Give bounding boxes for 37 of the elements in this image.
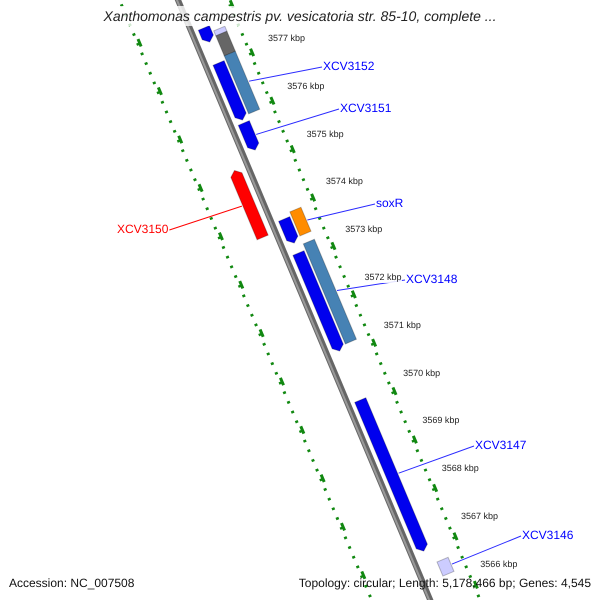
tick-label: 3573 kbp [345,224,382,236]
leader-line [248,66,322,82]
gene-feature [278,216,298,244]
gene-label: XCV3152 [323,59,374,73]
tick-label: 3575 kbp [306,128,344,140]
leader-line [168,206,242,230]
gene-feature [230,170,269,240]
gene-label: XCV3150 [117,222,168,236]
gene-feature [238,120,260,151]
gene-feature [292,250,344,352]
gene-feature [198,25,214,43]
tick-label: 3570 kbp [403,368,440,379]
gene-feature [289,206,312,237]
leader-line [451,536,522,565]
tick-label: 3569 kbp [422,415,460,426]
gene-feature [224,50,260,115]
gene-feature [436,556,455,577]
tick-label: 3571 kbp [384,320,421,331]
tick-label: 3577 kbp [268,33,306,44]
tick-label: 3574 kbp [326,176,363,188]
tick-label: 3572 kbp [364,272,402,283]
gene-feature [212,60,247,121]
tick-label: 3567 kbp [461,511,498,522]
gene-label: soxR [376,196,404,210]
leader-line [398,446,474,474]
gene-label: XCV3146 [522,528,574,542]
footer-text: Accession: NC_007508 [9,576,134,590]
gene-label: XCV3147 [475,438,526,452]
gene-feature [302,238,358,345]
leader-line [306,204,376,220]
gene-label: XCV3148 [406,272,458,286]
gene-label: XCV3151 [340,101,392,115]
tick-label: 3568 kbp [442,463,479,474]
tick-label: 3576 kbp [287,80,324,92]
gene-feature [215,30,236,57]
leader-line [256,108,340,135]
tick-label: 3566 kbp [480,558,518,570]
